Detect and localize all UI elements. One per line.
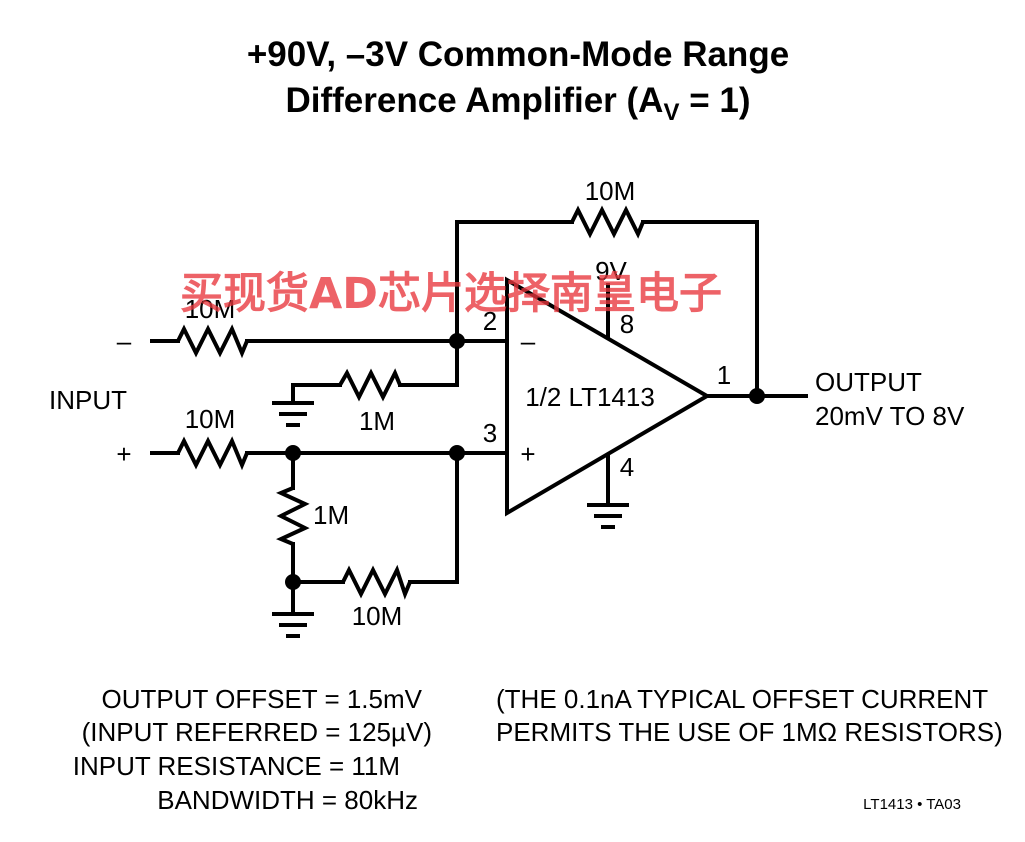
neg-ground-branch-wire: [398, 339, 459, 387]
ground-symbol-3: [587, 503, 629, 529]
input-neg-resistor-label: 10M: [185, 294, 236, 324]
feedback-wire-right: [641, 220, 759, 398]
ground-symbol-2: [272, 612, 314, 638]
input-plus-sign: +: [116, 439, 131, 469]
pos-shunt-resistor-label: 1M: [313, 500, 349, 530]
output-range-label: 20mV TO 8V: [815, 401, 965, 431]
opamp-plus-sign: +: [520, 439, 535, 469]
spec-input-resistance: INPUT RESISTANCE = 11M: [73, 751, 400, 781]
pin-4-label: 4: [620, 452, 634, 482]
bottom-resistor-label: 10M: [352, 601, 403, 631]
title-line-2: Difference Amplifier (AV = 1): [286, 81, 751, 126]
pin-3-label: 3: [483, 418, 497, 448]
note-line-2: PERMITS THE USE OF 1MΩ RESISTORS): [496, 717, 1003, 747]
title-line-2-subscript: V: [663, 99, 679, 126]
opamp-label: 1/2 LT1413: [525, 382, 655, 412]
watermark-text: 买现货AD芯片选择南皇电子: [180, 269, 722, 319]
input-pos-resistor-label: 10M: [185, 404, 236, 434]
junction-neg-node: [449, 333, 465, 349]
pin-1-label: 1: [717, 360, 731, 390]
pos-shunt-resistor: [276, 486, 310, 546]
neg-ground-wire: [291, 383, 342, 404]
neg-ground-resistor-label: 1M: [359, 406, 395, 436]
feedback-resistor: [570, 205, 645, 239]
spec-input-referred: (INPUT REFERRED = 125µV): [82, 717, 432, 747]
output-label: OUTPUT: [815, 367, 922, 397]
pin-8-label: 8: [620, 309, 634, 339]
ground-symbol-1: [272, 401, 314, 427]
junction-shunt-bottom: [285, 574, 301, 590]
title-line-2-pre: Difference Amplifier (A: [286, 81, 664, 120]
pin-2-label: 2: [483, 306, 497, 336]
feedback-wire-left: [455, 220, 574, 343]
feedback-resistor-label: 10M: [585, 176, 636, 206]
spec-output-offset: OUTPUT OFFSET = 1.5mV: [102, 684, 423, 714]
junction-shunt-top: [285, 445, 301, 461]
title-line-1: +90V, –3V Common-Mode Range: [247, 35, 789, 74]
input-label: INPUT: [49, 385, 127, 415]
junction-pos-node: [449, 445, 465, 461]
pos-input-resistor: [176, 436, 249, 471]
input-minus-sign: –: [117, 326, 132, 356]
note-line-1: (THE 0.1nA TYPICAL OFFSET CURRENT: [496, 684, 988, 714]
junction-output: [749, 388, 765, 404]
bottom-wire-right: [408, 451, 459, 584]
figure-code: LT1413 • TA03: [863, 796, 961, 813]
opamp-minus-sign: –: [521, 326, 536, 356]
neg-ground-resistor: [338, 368, 402, 402]
neg-input-resistor: [176, 324, 249, 359]
title-line-2-post: = 1): [679, 81, 750, 120]
spec-bandwidth: BANDWIDTH = 80kHz: [157, 785, 418, 815]
supply-label: 9V: [595, 256, 627, 286]
bottom-resistor: [341, 564, 412, 600]
